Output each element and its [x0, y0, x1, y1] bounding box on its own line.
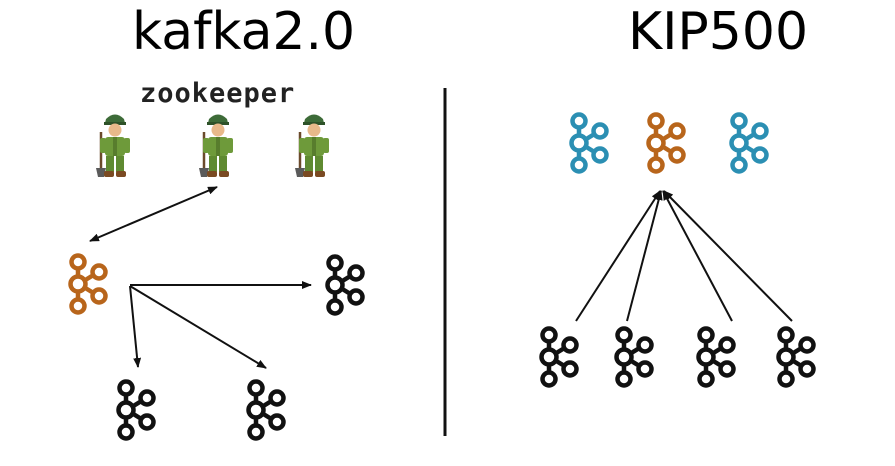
zookeeper-node-3-icon	[293, 113, 331, 179]
zookeeper-controller-arrow	[89, 186, 218, 242]
quorum-leader-kafka-icon	[649, 115, 684, 172]
controller-broker-kafka-icon	[71, 256, 106, 313]
quorum-node-right-kafka-icon	[732, 115, 767, 172]
kip500-title: KIP500	[628, 2, 809, 62]
kip-broker-4-arrow	[663, 190, 793, 322]
kip-broker-3-arrow	[662, 190, 733, 322]
zookeeper-node-2-icon	[197, 113, 235, 179]
kafka2-title: kafka2.0	[132, 2, 356, 62]
kip-broker-1-arrow	[575, 190, 661, 322]
kip-broker-2-arrow	[626, 190, 663, 322]
controller-to-broker-bottom-right-arrow	[129, 285, 267, 369]
kip-broker-2-kafka-icon	[617, 329, 652, 386]
zookeeper-label: zookeeper	[140, 78, 296, 109]
broker-bottom-right-kafka-icon	[249, 382, 284, 439]
quorum-node-left-kafka-icon	[572, 115, 607, 172]
kip-broker-4-kafka-icon	[779, 329, 814, 386]
kip-broker-3-kafka-icon	[699, 329, 734, 386]
kip-broker-1-kafka-icon	[542, 329, 577, 386]
broker-right-kafka-icon	[328, 257, 363, 314]
zookeeper-node-1-icon	[94, 113, 132, 179]
broker-bottom-left-kafka-icon	[119, 382, 154, 439]
controller-to-broker-bottom-left-arrow	[129, 285, 142, 368]
